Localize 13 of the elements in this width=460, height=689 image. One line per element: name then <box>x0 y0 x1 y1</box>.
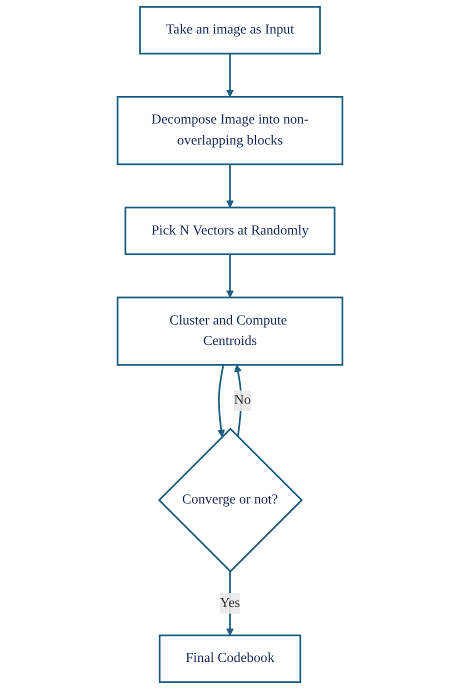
arrow <box>226 54 234 98</box>
node-box: Pick N Vectors at Randomly <box>124 206 336 256</box>
node-box: Decompose Image into non-overlapping blocks <box>116 96 344 166</box>
node-box: Cluster and Compute Centroids <box>116 296 344 366</box>
node-box: Take an image as Input <box>139 6 321 54</box>
arrow <box>226 254 234 298</box>
edge-label: No <box>234 392 251 408</box>
edge-label: Yes <box>220 596 240 610</box>
arrow <box>226 164 234 208</box>
node-diamond: Converge or not? <box>158 428 303 573</box>
arrow <box>217 364 226 438</box>
arrow <box>234 364 242 437</box>
node-box: Final Codebook <box>158 634 302 683</box>
